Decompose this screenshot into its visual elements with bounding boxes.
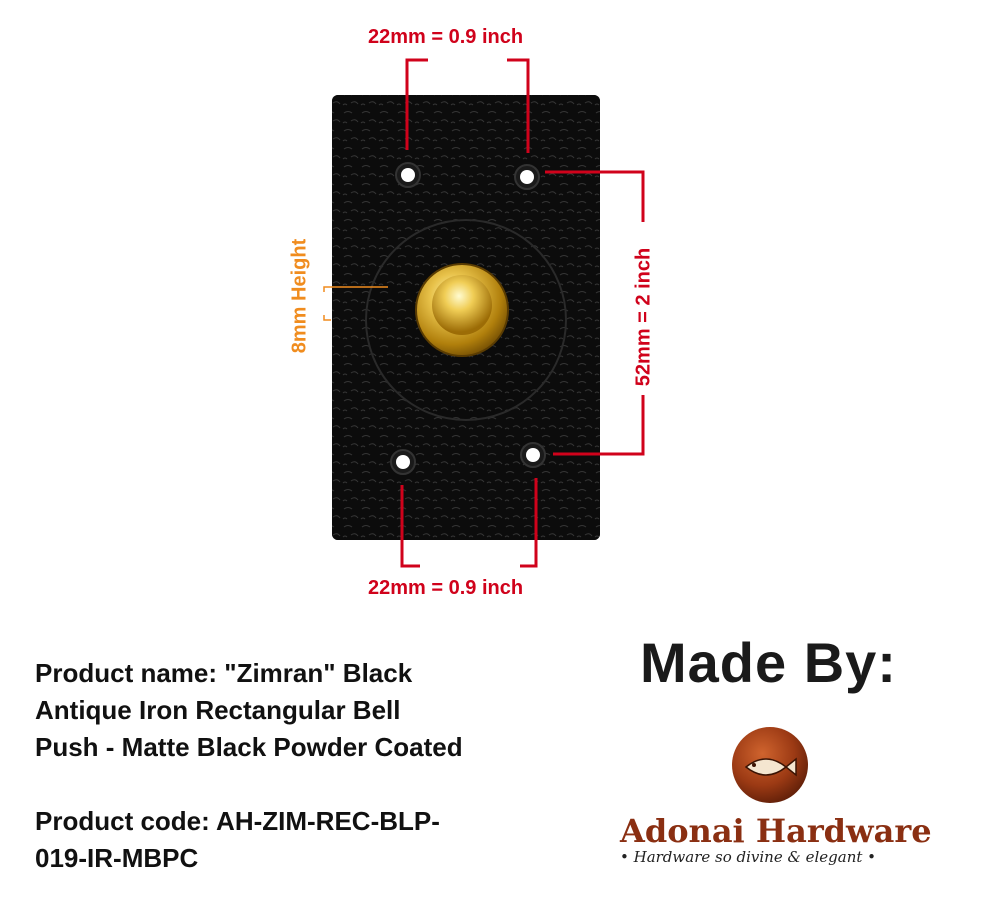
- brand-tagline: • Hardware so divine & elegant •: [620, 848, 877, 866]
- product-info: Product name: "Zimran" Black Antique Iro…: [35, 655, 575, 877]
- made-by-heading: Made By:: [640, 631, 897, 694]
- product-illustration: [323, 58, 645, 568]
- button-height-label: 8mm Height: [288, 238, 311, 354]
- bottom-width-label: 22mm = 0.9 inch: [368, 577, 524, 599]
- product-name-line-2: Antique Iron Rectangular Bell: [35, 695, 401, 725]
- spacer: [35, 766, 575, 803]
- top-width-label: 22mm = 0.9 inch: [368, 26, 524, 48]
- height-indicator: [323, 286, 388, 321]
- right-dimension-bracket: [545, 170, 645, 456]
- product-code-line-1: Product code: AH-ZIM-REC-BLP-: [35, 806, 440, 836]
- screw-hole-top-left: [395, 162, 421, 188]
- product-name-line-3: Push - Matte Black Powder Coated: [35, 732, 463, 762]
- screw-hole-top-right: [514, 164, 540, 190]
- screw-hole-bottom-right: [520, 442, 546, 468]
- bottom-dimension-bracket: [400, 478, 538, 568]
- top-dimension-bracket: [405, 58, 530, 153]
- brass-push-button: [415, 263, 509, 357]
- fish-logo-icon: [732, 727, 808, 803]
- product-name-line-1: Product name: "Zimran" Black: [35, 658, 413, 688]
- right-height-label: 52mm = 2 inch: [632, 247, 655, 387]
- brand-name: Adonai Hardware: [620, 812, 932, 850]
- screw-hole-bottom-left: [390, 449, 416, 475]
- product-code-line-2: 019-IR-MBPC: [35, 843, 199, 873]
